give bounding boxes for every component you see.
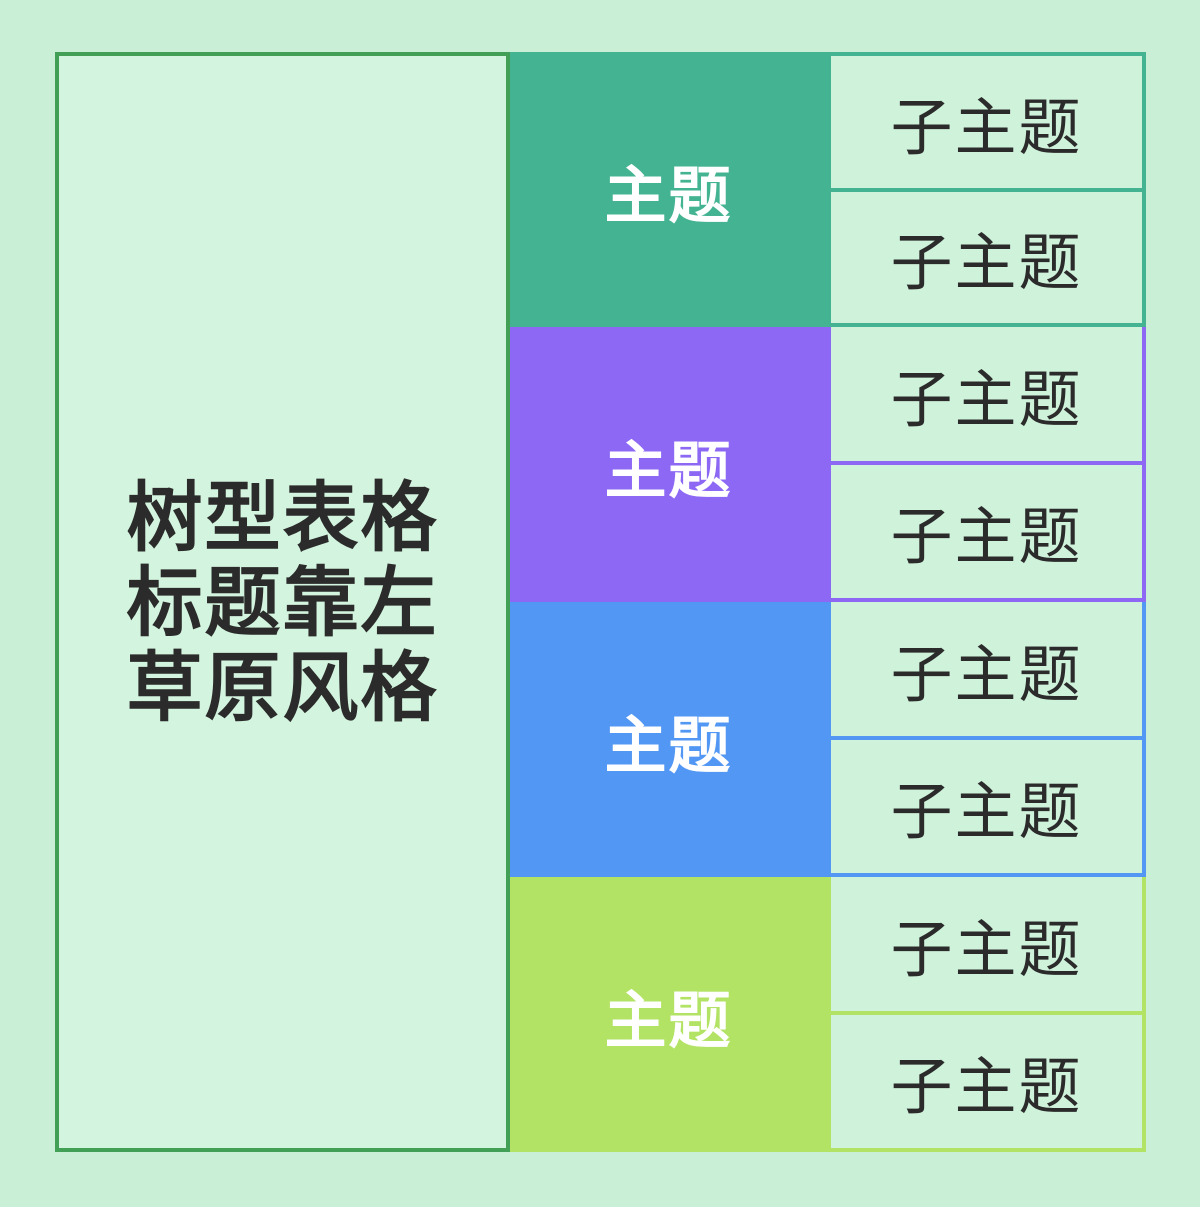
topic-cell-1[interactable]: 主题 [510, 52, 827, 327]
subtopic-cell-4b[interactable]: 子主题 [827, 1014, 1146, 1152]
subtopic-group-3: 子主题 子主题 [827, 602, 1146, 877]
subtopic-cell-3b[interactable]: 子主题 [827, 739, 1146, 877]
subtopic-cell-3a[interactable]: 子主题 [827, 602, 1146, 740]
subtopic-column: 子主题 子主题 子主题 子主题 子主题 子主题 子主题 子主题 [827, 52, 1146, 1152]
root-topic-cell[interactable]: 树型表格 标题靠左 草原风格 [55, 52, 510, 1152]
root-title-line: 草原风格 [126, 642, 439, 732]
subtopic-group-4: 子主题 子主题 [827, 877, 1146, 1152]
root-title-line: 标题靠左 [126, 557, 439, 647]
subtopic-group-2: 子主题 子主题 [827, 327, 1146, 602]
topic-cell-3[interactable]: 主题 [510, 602, 827, 877]
topic-cell-4[interactable]: 主题 [510, 877, 827, 1152]
subtopic-cell-1a[interactable]: 子主题 [827, 52, 1146, 192]
subtopic-cell-4a[interactable]: 子主题 [827, 877, 1146, 1015]
topic-cell-2[interactable]: 主题 [510, 327, 827, 602]
tree-table: 树型表格 标题靠左 草原风格 主题 主题 主题 主题 子主题 子主题 子主题 子… [55, 52, 1146, 1152]
root-title-line: 树型表格 [126, 472, 439, 562]
topic-column: 主题 主题 主题 主题 [510, 52, 827, 1152]
subtopic-cell-1b[interactable]: 子主题 [827, 191, 1146, 327]
subtopic-cell-2b[interactable]: 子主题 [827, 464, 1146, 602]
subtopic-group-1: 子主题 子主题 [827, 52, 1146, 327]
subtopic-cell-2a[interactable]: 子主题 [827, 327, 1146, 465]
